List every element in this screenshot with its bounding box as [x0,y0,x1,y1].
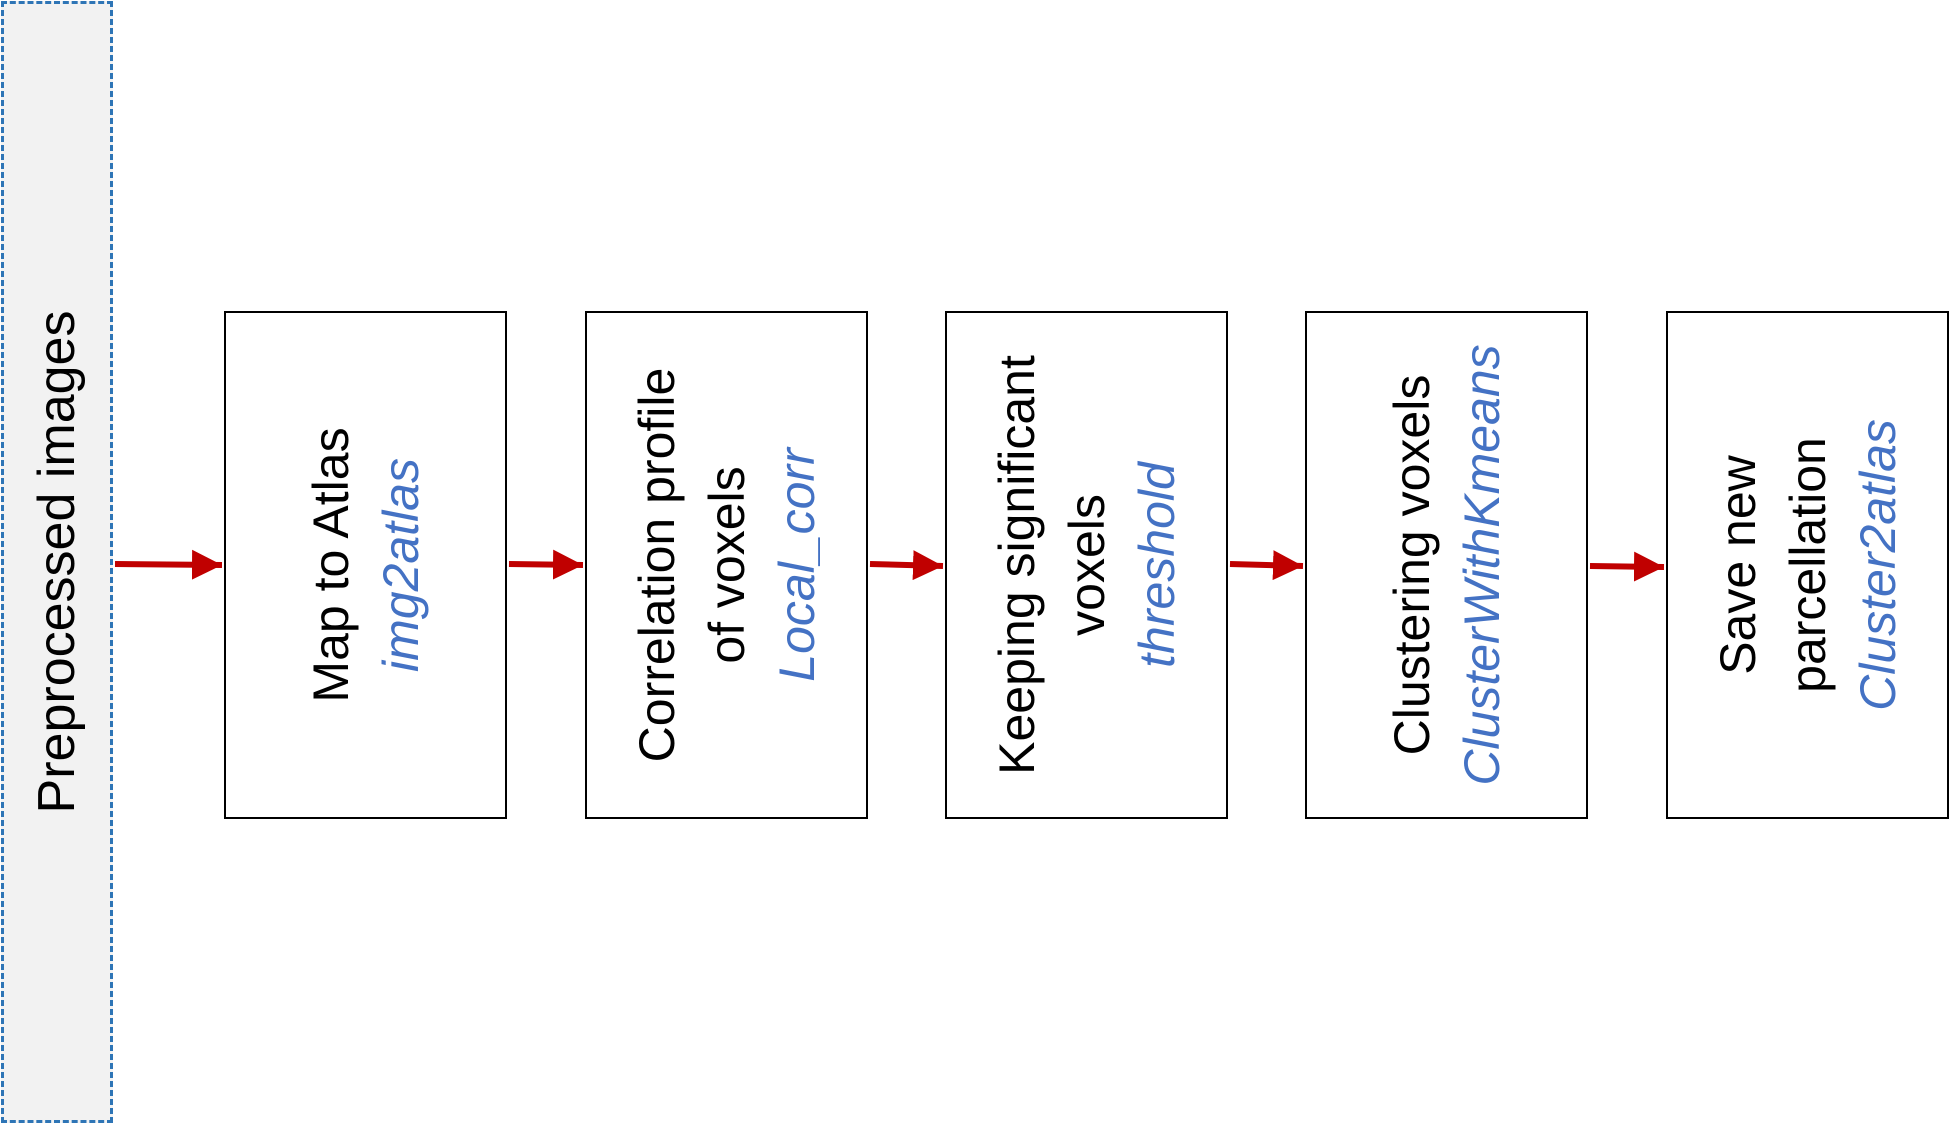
arrow-step1-to-step2 [508,549,584,580]
step-clustering-voxels: Clustering voxels ClusterWithKmeans [1305,311,1588,819]
step-save-new-parcellation: Save new parcellation Cluster2atlas [1666,311,1949,819]
arrow-step3-to-step4 [1229,550,1304,581]
step-keeping-significant-voxels: Keeping significant voxels threshold [945,311,1228,819]
step-map-to-atlas: Map to Atlas img2atlas [224,311,507,819]
preprocessed-images-panel: Preprocessed images [1,1,113,1123]
arrow-step4-to-step5 [1589,551,1665,582]
arrow-step2-to-step3 [869,550,944,581]
arrow-input-to-step1 [114,549,223,580]
step-correlation-profile: Correlation profile of voxels Local_corr [585,311,868,819]
